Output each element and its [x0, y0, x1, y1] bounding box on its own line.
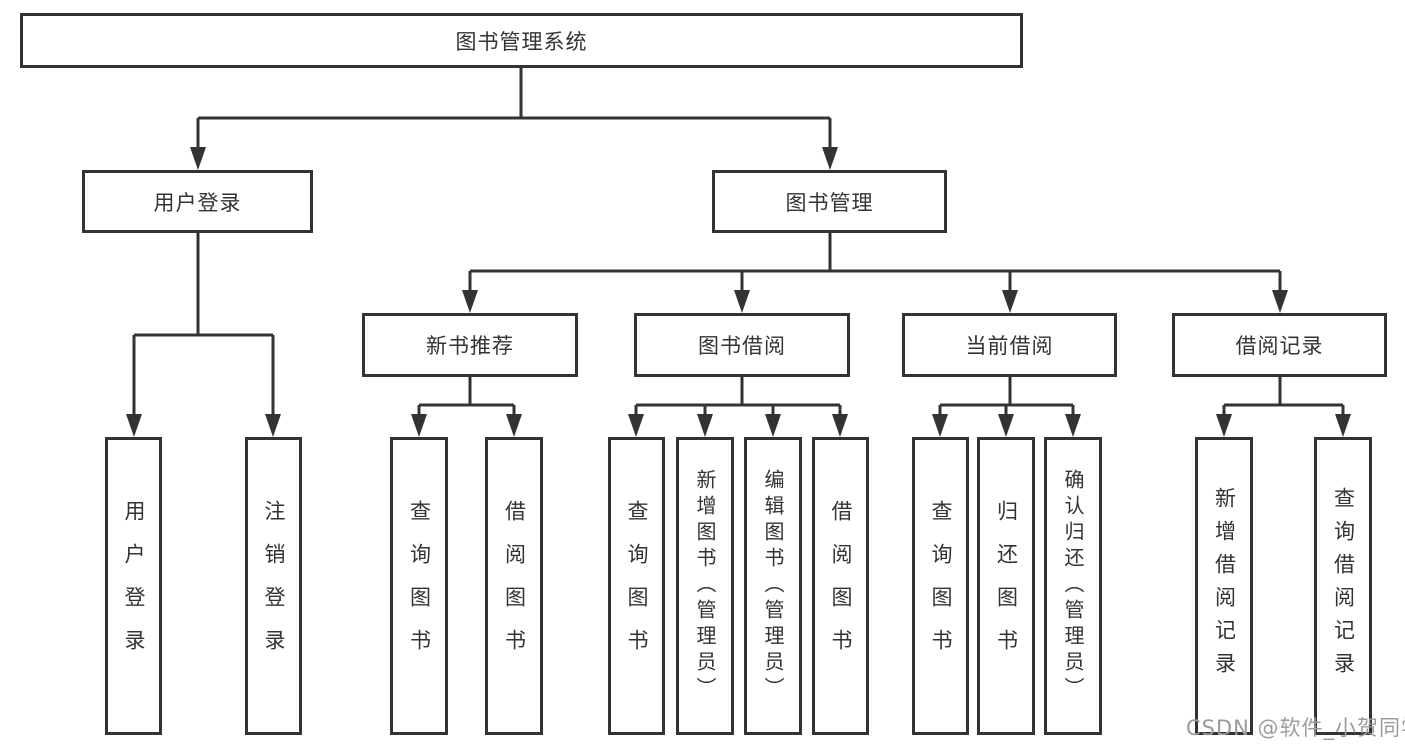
node-leaf-query-borrow-record: 查询借阅记录	[1314, 437, 1372, 735]
node-book-management: 图书管理	[712, 170, 947, 233]
arrowhead	[734, 290, 750, 313]
arrowhead	[265, 414, 281, 437]
node-root: 图书管理系统	[20, 13, 1023, 68]
arrowhead	[1216, 414, 1232, 437]
csdn-watermark: CSDN @软件_小贺同学	[1186, 716, 1405, 740]
node-leaf-return-book: 归还图书	[977, 437, 1035, 735]
node-leaf-confirm-return: 确认归还（管理员）	[1044, 437, 1102, 735]
node-leaf-query-book-current: 查询图书	[912, 437, 969, 735]
node-borrow-record: 借阅记录	[1172, 313, 1387, 377]
arrowhead	[998, 414, 1014, 437]
connector-root-to-level2	[190, 68, 838, 170]
node-leaf-user-login: 用户登录	[105, 437, 162, 735]
connector-user-login-children	[126, 233, 281, 437]
arrowhead	[190, 147, 206, 170]
node-current-borrow: 当前借阅	[902, 313, 1117, 377]
connector-current-borrow-children	[932, 377, 1081, 437]
arrowhead	[932, 414, 948, 437]
arrowhead	[628, 414, 644, 437]
arrowhead	[1335, 414, 1351, 437]
connector-book-management-children	[462, 233, 1288, 313]
node-leaf-add-book: 新增图书（管理员）	[676, 437, 734, 735]
arrowhead	[411, 414, 427, 437]
connector-new-book-recommend-children	[411, 377, 522, 437]
node-new-book-recommend: 新书推荐	[362, 313, 578, 377]
node-leaf-query-book-recommend: 查询图书	[390, 437, 448, 735]
node-leaf-edit-book: 编辑图书（管理员）	[744, 437, 802, 735]
node-leaf-query-book-borrow: 查询图书	[608, 437, 665, 735]
node-leaf-add-borrow-record: 新增借阅记录	[1195, 437, 1253, 735]
node-leaf-borrow-book-borrow: 借阅图书	[812, 437, 869, 735]
node-leaf-logout-login: 注销登录	[245, 437, 302, 735]
arrowhead	[832, 414, 848, 437]
arrowhead	[1272, 290, 1288, 313]
arrowhead	[462, 290, 478, 313]
node-user-login: 用户登录	[82, 170, 313, 233]
connector-book-borrow-children	[628, 377, 848, 437]
connector-borrow-record-children	[1216, 377, 1351, 437]
arrowhead	[506, 414, 522, 437]
arrowhead	[822, 147, 838, 170]
arrowhead	[765, 414, 781, 437]
arrowhead	[1065, 414, 1081, 437]
node-book-borrow: 图书借阅	[634, 313, 850, 377]
arrowhead	[126, 414, 142, 437]
arrowhead	[1002, 290, 1018, 313]
arrowhead	[697, 414, 713, 437]
node-leaf-borrow-book-recommend: 借阅图书	[485, 437, 543, 735]
